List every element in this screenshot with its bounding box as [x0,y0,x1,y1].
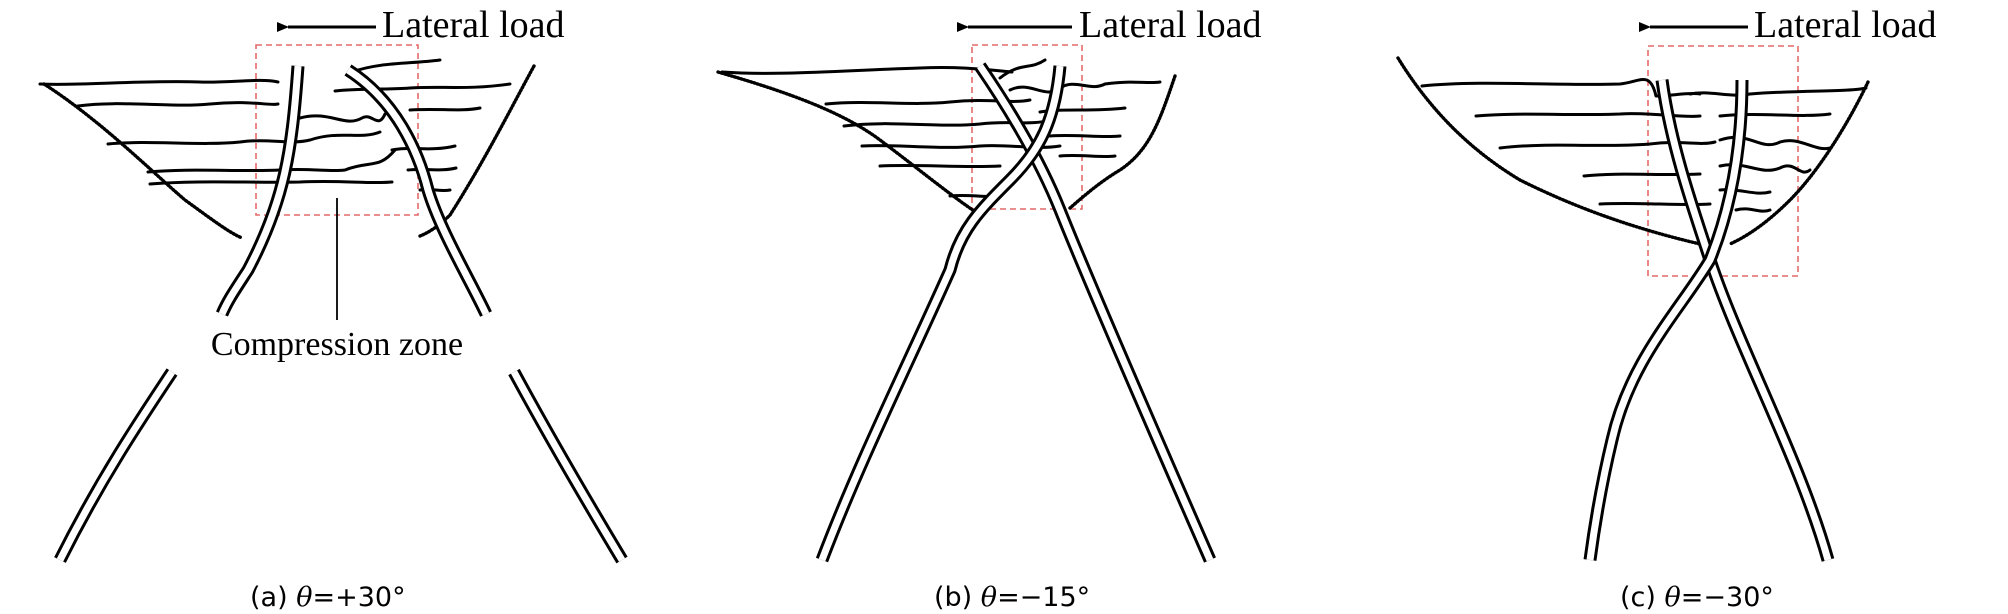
lateral-load-label: Lateral load [382,4,565,46]
soil-cracks [38,58,512,193]
soil-boundary-right [1068,74,1177,210]
caption-a: (a) θ=+30° [250,582,406,613]
panel-a: Lateral load [38,4,628,613]
lateral-load-label: Lateral load [1754,4,1937,46]
soil-boundary [42,82,244,240]
compression-zone-box [971,44,1083,210]
compression-zone-box [1647,45,1799,277]
soil-boundary-right [418,64,536,238]
soil-boundary [1396,56,1702,246]
panel-b: Lateral load (b) θ=−15° [716,4,1262,613]
compression-zone-label: Compression zone [211,326,463,363]
caption-b: (b) θ=−15° [934,582,1090,613]
caption-c: (c) θ=−30° [1620,582,1774,613]
soil-cracks [720,58,1162,199]
soil-boundary-right [1728,80,1870,246]
soil-boundary [716,70,982,217]
lateral-load-label: Lateral load [1079,4,1262,46]
panel-c: Lateral load (c) θ=−30° [1396,4,1937,613]
